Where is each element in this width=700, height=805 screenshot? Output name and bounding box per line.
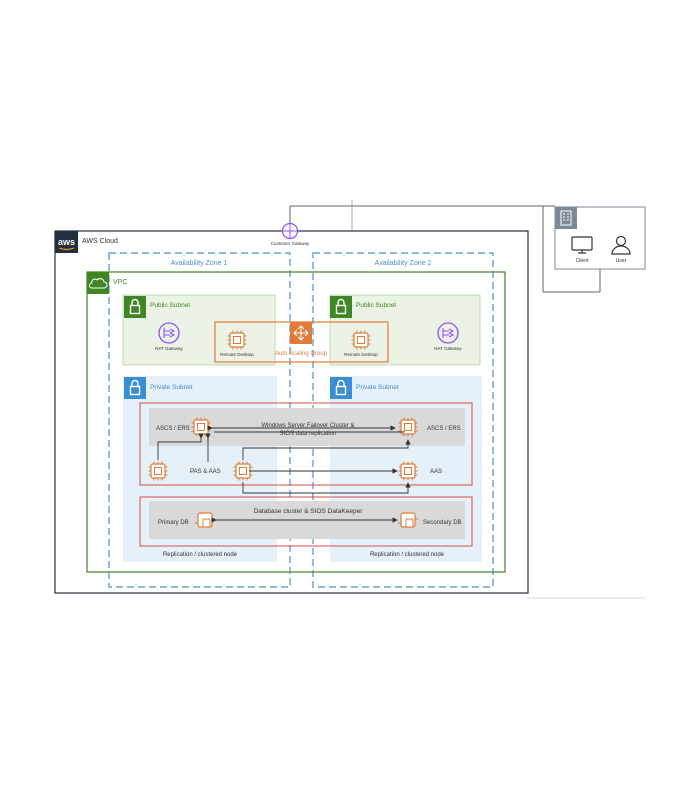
pas-aas-label: PAS & AAS	[190, 469, 221, 475]
private-subnet-right-lock-icon	[329, 376, 353, 400]
private-subnet-left-label: Private Subnet	[150, 384, 193, 391]
public-subnet-right-lock-icon	[329, 295, 353, 319]
remote-desktop-left-icon	[226, 329, 248, 351]
aws-smile-icon	[58, 247, 75, 251]
remote-desktop-right-icon	[350, 329, 372, 351]
aws-logo-icon: aws	[58, 237, 75, 247]
ascs-ers-left-label: ASCS / ERS	[156, 426, 190, 432]
user-icon	[611, 235, 631, 255]
replication-right-label: Replication / clustered node	[370, 552, 445, 558]
remote-desktop-right-label: Remote Desktop	[344, 352, 378, 357]
availability-zone-2-label: Availability Zone 2	[375, 260, 432, 267]
public-subnet-right: Public Subnet NAT Gateway	[329, 294, 481, 366]
client-label: Client	[576, 258, 589, 264]
ascs-ers-right-icon	[397, 416, 419, 438]
database-cluster-box: Database cluster & SIOS DataKeeper Prima…	[139, 496, 473, 547]
ascs-ers-left-icon	[190, 416, 212, 438]
public-subnet-left-label: Public Subnet	[150, 302, 190, 309]
aas-right-icon	[397, 460, 419, 482]
customer-gateway: Customer Gateway	[271, 222, 310, 246]
aas-node: AAS	[397, 460, 442, 482]
nat-gateway-right-label: NAT Gateway	[434, 346, 462, 351]
secondary-db-icon	[397, 512, 419, 528]
aws-cloud-label: AWS Cloud	[82, 238, 118, 245]
customer-gateway-label: Customer Gateway	[271, 241, 310, 246]
availability-zone-1-label: Availability Zone 1	[171, 260, 228, 267]
vpc-cloud-icon	[89, 278, 108, 289]
building-icon	[560, 210, 572, 226]
database-cluster-label: Database cluster & SIOS DataKeeper	[254, 508, 364, 515]
vpc-box: VPC	[86, 271, 506, 573]
pas-aas-left-icon	[147, 460, 169, 482]
private-subnet-left-lock-icon	[123, 376, 147, 400]
primary-db-icon	[194, 512, 216, 528]
public-subnet-left: Public Subnet NAT Gateway	[122, 294, 276, 366]
ascs-ers-left-node: ASCS / ERS	[156, 416, 212, 438]
remote-desktop-left-label: Remote Desktop	[220, 352, 254, 357]
auto-scaling-icon	[290, 322, 312, 344]
user-label: User	[616, 258, 627, 264]
auto-scaling-label: Auto Scaling Group	[275, 351, 328, 357]
primary-db-label: Primary DB	[158, 520, 189, 526]
ascs-ers-right-node: ASCS / ERS	[397, 416, 461, 438]
replication-left-label: Replication / clustered node	[163, 552, 238, 558]
secondary-db-label: Secondary DB	[423, 520, 462, 526]
external-connections	[289, 200, 645, 599]
vpc-label: VPC	[113, 279, 127, 286]
public-subnet-right-label: Public Subnet	[356, 302, 396, 309]
nat-gateway-left-label: NAT Gateway	[155, 346, 183, 351]
ascs-ers-right-label: ASCS / ERS	[427, 426, 461, 432]
public-subnet-left-lock-icon	[123, 295, 147, 319]
client-icon	[571, 236, 593, 254]
cluster-connectors	[157, 425, 411, 494]
auto-scaling-group: Remote Desktop Remote Desktop Auto Scali…	[214, 321, 389, 363]
cluster-label-line2: SIOS data replication	[280, 431, 337, 437]
on-premises-box: Client User	[554, 206, 646, 270]
pas-aas-node: PAS & AAS	[147, 460, 254, 482]
aas-label: AAS	[430, 469, 442, 475]
private-subnet-right-label: Private Subnet	[356, 384, 399, 391]
